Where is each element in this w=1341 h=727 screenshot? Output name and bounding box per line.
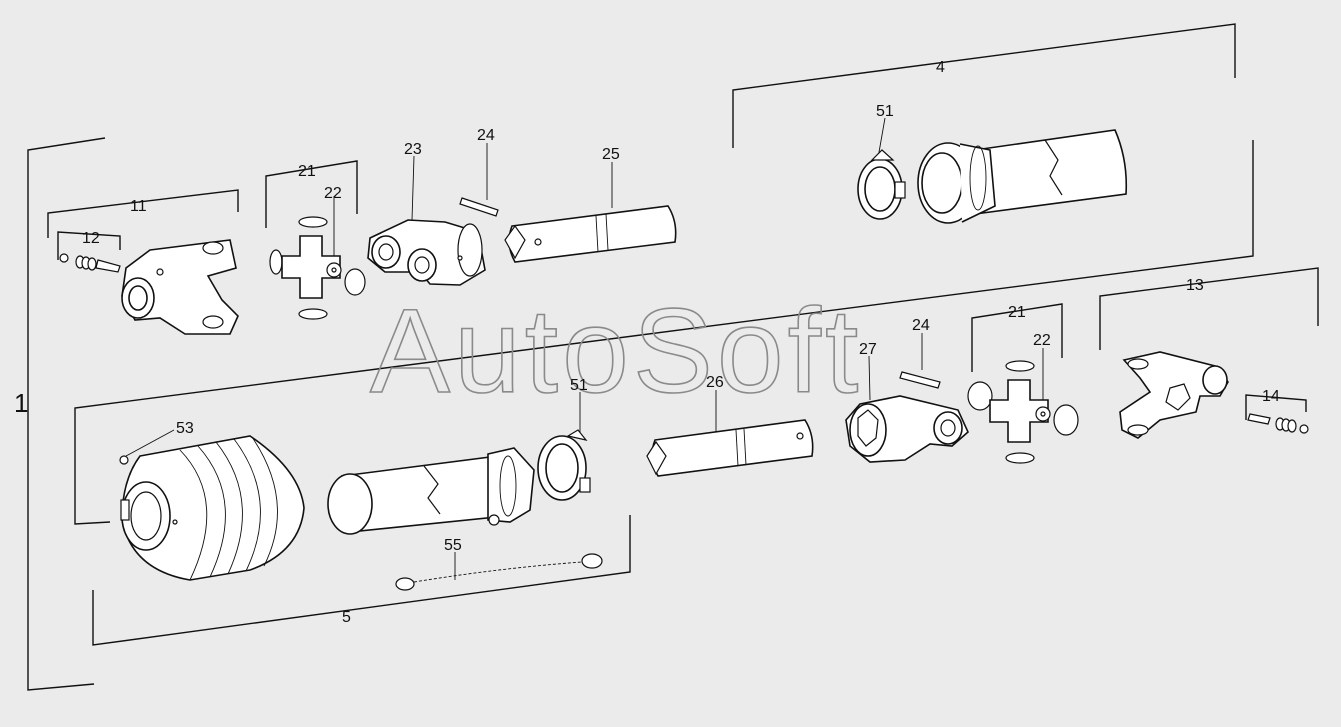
part-21-right-cross	[967, 360, 1079, 464]
frame-4	[74, 23, 1254, 525]
label-22-top: 22	[324, 185, 342, 202]
label-53: 53	[176, 420, 194, 437]
frame-13	[1099, 267, 1319, 350]
label-25: 25	[602, 146, 620, 163]
label-5: 5	[342, 609, 351, 626]
leader-lines	[125, 117, 1044, 580]
label-22-right: 22	[1033, 332, 1051, 349]
watermark: AutoSoft	[370, 284, 862, 418]
label-21-top: 21	[298, 163, 316, 180]
part-24-mid-pin	[899, 371, 941, 389]
label-11: 11	[130, 198, 147, 215]
frame-14	[1245, 394, 1307, 420]
label-13: 13	[1186, 277, 1204, 294]
part-27-outer-yoke	[845, 395, 969, 463]
label-23: 23	[404, 141, 422, 158]
part-13-yoke	[1119, 351, 1229, 439]
label-14: 14	[1262, 388, 1280, 405]
label-27: 27	[859, 341, 877, 358]
frame-21-right	[971, 303, 1063, 372]
part-51-top-ring	[857, 149, 906, 220]
part-21-top-cross	[269, 216, 366, 320]
label-24-mid: 24	[912, 317, 930, 334]
frame-11	[47, 189, 239, 238]
label-51-top: 51	[876, 103, 894, 120]
part-23-inner-yoke	[367, 219, 486, 286]
label-1: 1	[14, 388, 28, 418]
part-5-guard-tube	[327, 447, 535, 535]
part-53-bellows	[119, 435, 305, 581]
part-11-yoke	[121, 239, 239, 335]
part-51-mid-ring	[537, 429, 591, 501]
label-55: 55	[444, 537, 462, 554]
label-4: 4	[936, 59, 945, 76]
part-14-bolt	[1247, 413, 1309, 434]
label-51-mid: 51	[570, 377, 588, 394]
frame-5	[92, 515, 631, 646]
part-26-outer-tube	[646, 419, 814, 477]
part-25-inner-tube	[504, 205, 677, 263]
label-12: 12	[82, 230, 100, 247]
part-24-top-pin	[459, 197, 499, 217]
frame-12	[57, 231, 121, 260]
frame-21-top	[265, 160, 358, 228]
part-4-guard-tube	[917, 129, 1128, 224]
part-55-chain	[395, 553, 603, 591]
label-26: 26	[706, 374, 724, 391]
part-12-bolt	[59, 253, 121, 273]
assembly-bracket	[27, 137, 106, 691]
label-24-top: 24	[477, 127, 495, 144]
label-21-right: 21	[1008, 304, 1026, 321]
